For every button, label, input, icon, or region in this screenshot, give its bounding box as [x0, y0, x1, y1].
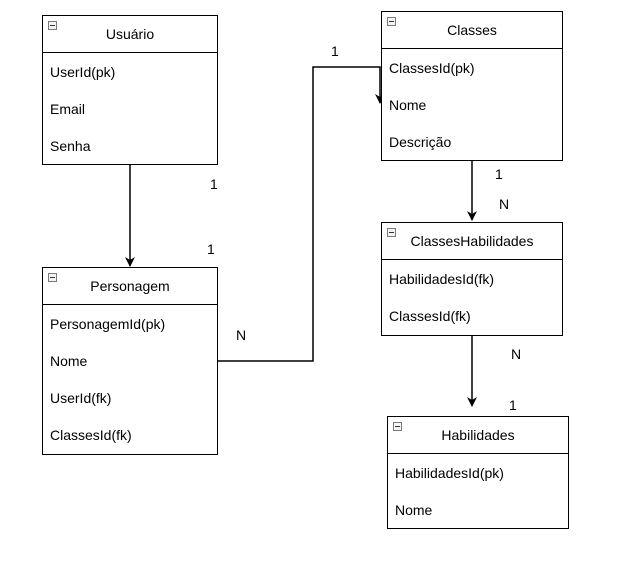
entity-title: Personagem — [90, 278, 170, 294]
cardinality-label: 1 — [509, 397, 517, 413]
cardinality-label: N — [499, 196, 510, 212]
field-row: Nome — [50, 352, 88, 369]
entity-title: Usuário — [105, 26, 155, 42]
entity-personagem-header: Personagem — [43, 268, 217, 305]
field-row: ClassesId(fk) — [50, 426, 132, 443]
cardinality-label: 1 — [331, 43, 339, 59]
field-row: ClassesId(pk) — [389, 59, 475, 76]
field-row: PersonagemId(pk) — [50, 315, 166, 332]
edge-personagem-classes — [218, 66, 385, 362]
entity-classes[interactable]: Classes ClassesId(pk) Nome Descrição — [381, 11, 563, 161]
cardinality-label: 1 — [207, 241, 215, 257]
entity-title: Habilidades — [441, 427, 515, 443]
entity-habilidades[interactable]: Habilidades HabilidadesId(pk) Nome — [387, 416, 569, 529]
collapse-icon[interactable] — [387, 228, 396, 237]
cardinality-label: 1 — [495, 166, 503, 182]
cardinality-label: 1 — [210, 176, 218, 192]
field-row: Email — [50, 100, 86, 117]
entity-usuario[interactable]: Usuário UserId(pk) Email Senha — [42, 15, 218, 165]
entity-classes-header: Classes — [382, 12, 562, 49]
field-row: UserId(fk) — [50, 389, 112, 406]
collapse-icon[interactable] — [48, 273, 57, 282]
field-row: HabilidadesId(fk) — [389, 270, 495, 287]
collapse-icon[interactable] — [387, 17, 396, 26]
field-row: Senha — [50, 137, 91, 154]
field-row: Nome — [395, 501, 433, 518]
entity-habilidades-header: Habilidades — [388, 417, 568, 454]
cardinality-label: N — [236, 327, 247, 343]
cardinality-label: N — [511, 346, 522, 362]
entity-classes-habilidades[interactable]: ClassesHabilidades HabilidadesId(fk) Cla… — [381, 222, 563, 336]
entity-personagem[interactable]: Personagem PersonagemId(pk) Nome UserId(… — [42, 267, 218, 455]
entity-usuario-header: Usuário — [43, 16, 217, 53]
collapse-icon[interactable] — [393, 422, 402, 431]
entity-title: ClassesHabilidades — [410, 233, 534, 249]
field-row: Descrição — [389, 133, 452, 150]
field-row: Nome — [389, 96, 427, 113]
field-row: UserId(pk) — [50, 63, 116, 80]
field-row: HabilidadesId(pk) — [395, 464, 504, 481]
entity-classes-habilidades-header: ClassesHabilidades — [382, 223, 562, 260]
entity-title: Classes — [447, 22, 497, 38]
collapse-icon[interactable] — [48, 21, 57, 30]
field-row: ClassesId(fk) — [389, 307, 471, 324]
